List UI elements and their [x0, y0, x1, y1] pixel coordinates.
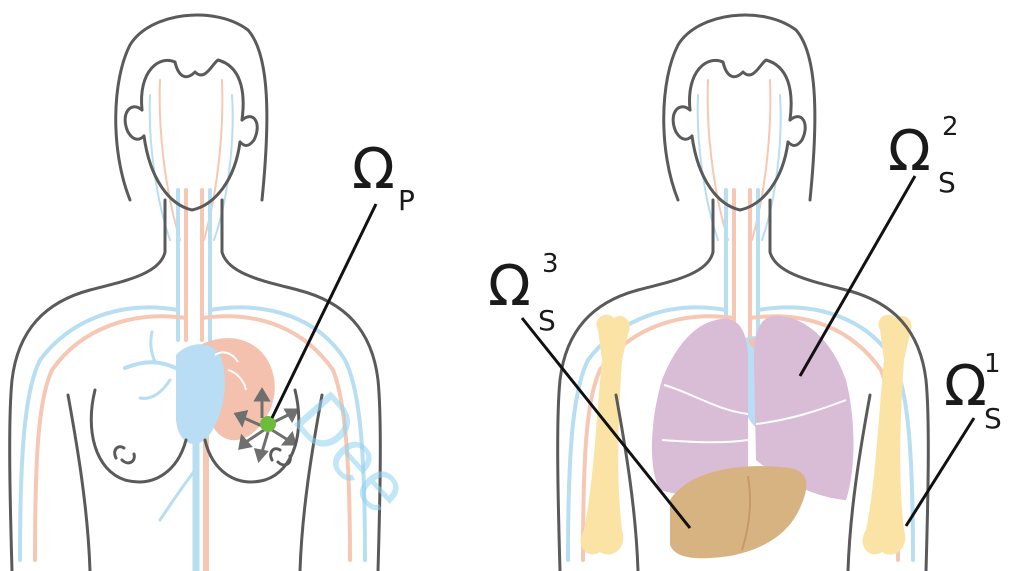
label-omega-s2: Ω 2 S: [800, 112, 959, 376]
left-vessels: [20, 80, 365, 571]
omega-s1-leader: [906, 418, 974, 526]
left-body-figure: [10, 15, 381, 571]
omega-s1-symbol: Ω: [944, 354, 987, 419]
label-omega-s1: Ω 1 S: [906, 349, 1002, 526]
omega-s3-symbol: Ω: [488, 254, 531, 319]
right-body-figure: [558, 15, 929, 571]
omega-p-leader: [272, 204, 376, 418]
omega-s3-superscript: 3: [542, 249, 559, 279]
omega-s1-subscript: S: [984, 402, 1002, 435]
omega-s1-superscript: 1: [984, 349, 1001, 379]
watermark-text: Dee: [278, 377, 426, 529]
watermark: Dee: [278, 377, 426, 529]
omega-p-symbol: Ω: [352, 137, 395, 202]
omega-s2-superscript: 2: [942, 112, 959, 142]
omega-s2-symbol: Ω: [888, 119, 931, 184]
omega-s2-subscript: S: [938, 166, 956, 199]
omega-p-subscript: P: [398, 184, 415, 217]
right-humerus: [863, 315, 912, 555]
tumor-mass: [260, 416, 276, 432]
label-omega-p: Ω P: [272, 137, 415, 418]
omega-s3-subscript: S: [538, 304, 556, 337]
